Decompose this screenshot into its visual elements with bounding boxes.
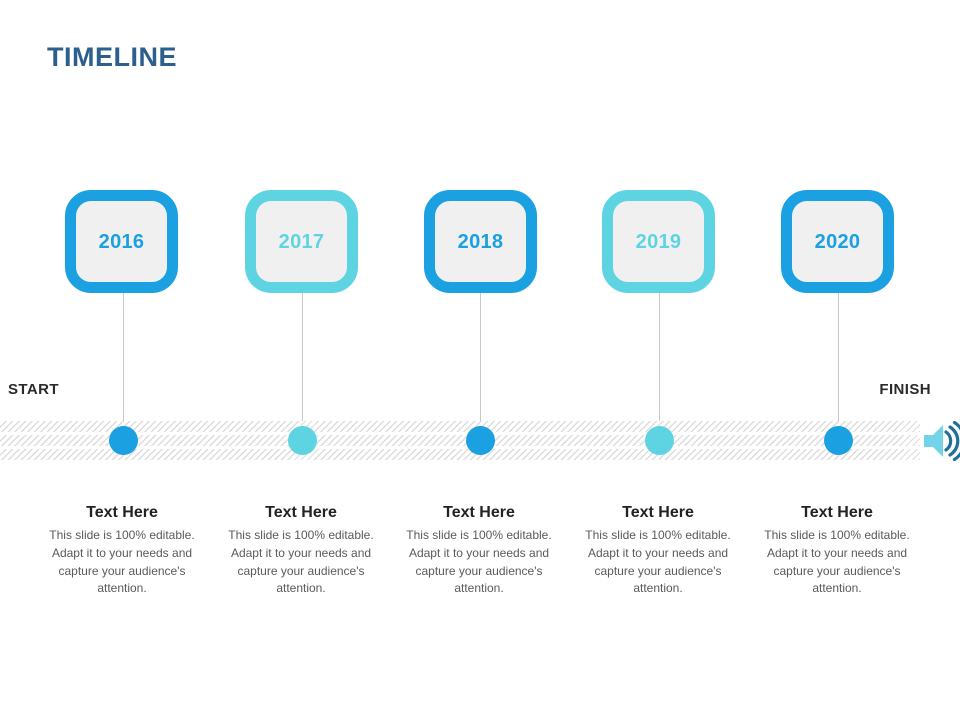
description-heading: Text Here [622,504,694,521]
description-body: This slide is 100% editable. Adapt it to… [406,528,552,596]
connector-line [659,293,660,428]
milestone-dot-2016[interactable] [109,426,138,455]
milestone-year-label: 2019 [635,230,682,253]
speaker-volume-icon [924,420,960,462]
description-body: This slide is 100% editable. Adapt it to… [585,528,731,596]
timeline-track [0,421,920,461]
milestone-dot-2019[interactable] [645,426,674,455]
description-body: This slide is 100% editable. Adapt it to… [228,528,374,596]
description-body: This slide is 100% editable. Adapt it to… [764,528,910,596]
milestone-year-label: 2020 [814,230,861,253]
description-body: This slide is 100% editable. Adapt it to… [49,528,195,596]
stripe-band-top [0,421,920,432]
milestone-box-2016[interactable]: 2016 [65,190,178,293]
milestone-box-2017[interactable]: 2017 [245,190,358,293]
milestone-year-label: 2017 [278,230,325,253]
finish-label: FINISH [879,381,931,398]
milestone-year-label: 2016 [98,230,145,253]
milestone-dot-2020[interactable] [824,426,853,455]
page-title: TIMELINE [47,42,177,72]
milestone-box-2018[interactable]: 2018 [424,190,537,293]
stripe-band-middle [0,435,920,446]
description-heading: Text Here [86,504,158,521]
connector-line [123,293,124,428]
stripe-band-bottom [0,449,920,460]
connector-line [302,293,303,428]
milestone-box-2020[interactable]: 2020 [781,190,894,293]
connector-line [480,293,481,428]
description-heading: Text Here [443,504,515,521]
description-heading: Text Here [801,504,873,521]
connector-line [838,293,839,428]
milestone-box-2019[interactable]: 2019 [602,190,715,293]
description-heading: Text Here [265,504,337,521]
milestone-dot-2017[interactable] [288,426,317,455]
start-label: START [8,381,59,398]
milestone-year-label: 2018 [457,230,504,253]
milestone-dot-2018[interactable] [466,426,495,455]
